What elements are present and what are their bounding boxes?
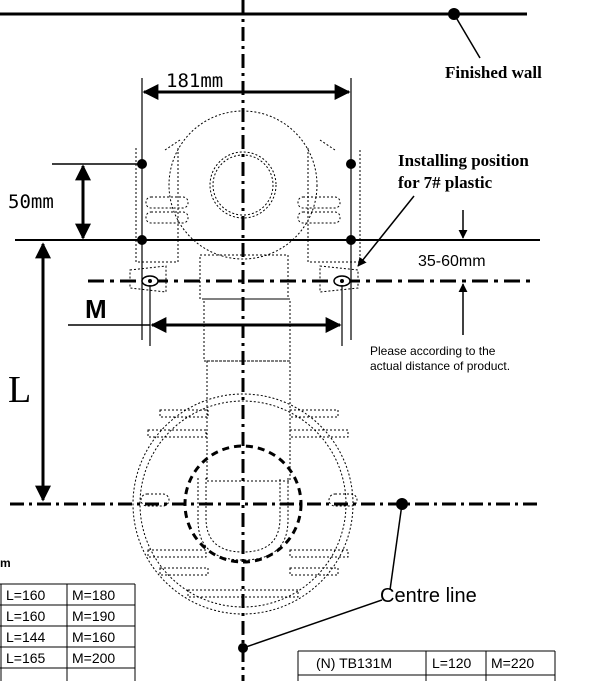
centre-line-leader-2 (242, 599, 383, 649)
right-table: (N) TB131M L=120 M=220 (297, 650, 556, 681)
left-table-cell: M=200 (72, 650, 115, 666)
left-table-cell: M=190 (72, 608, 115, 624)
dim-181-label: 181mm (166, 70, 223, 92)
hole-top-right (346, 159, 356, 169)
note-line2: actual distance of product. (370, 359, 510, 373)
centre-line-leader (389, 503, 403, 591)
partial-unit-label: m (0, 556, 11, 570)
left-table-cell: M=180 (72, 587, 115, 603)
left-table-cell: L=160 (6, 608, 46, 624)
left-table-cell: M=160 (72, 629, 115, 645)
left-table: L=160 M=180 L=160 M=190 L=144 M=160 L=16… (0, 583, 136, 681)
left-table-cell: L=144 (6, 629, 46, 645)
product-outline (129, 110, 361, 615)
anchor-right (333, 275, 351, 287)
installing-label-line2: for 7# plastic (398, 173, 493, 192)
finished-wall-leader (453, 13, 481, 59)
centre-line-dot-bottom (238, 643, 248, 653)
right-table-cell: (N) TB131M (316, 655, 392, 671)
centre-line-label: Centre line (380, 585, 477, 607)
left-table-cell: L=160 (6, 587, 46, 603)
m-label: M (85, 294, 107, 324)
l-label: L (8, 369, 31, 411)
installing-label-line1: Installing position (398, 151, 529, 170)
right-table-cell: L=120 (432, 655, 472, 671)
installing-arrow (357, 195, 415, 267)
anchor-left (141, 275, 159, 287)
right-table-cell: M=220 (491, 655, 534, 671)
dim-50-label: 50mm (8, 191, 54, 213)
left-table-cell: L=165 (6, 650, 46, 666)
note-line1: Please according to the (370, 344, 496, 358)
finished-wall-label: Finished wall (445, 63, 542, 82)
dim-35-60-label: 35-60mm (418, 253, 486, 270)
